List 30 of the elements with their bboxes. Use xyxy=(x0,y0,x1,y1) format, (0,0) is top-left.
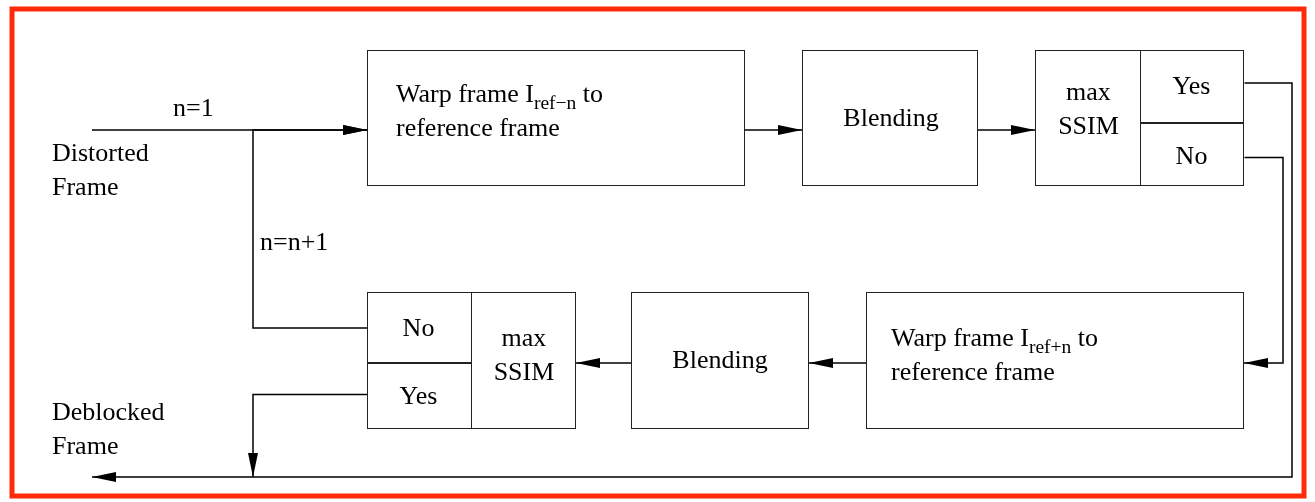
arrow xyxy=(744,125,803,135)
box-label: Yes xyxy=(398,380,439,412)
option-cell xyxy=(1140,49,1244,124)
box-label: Warp frame I$_{ref−n}$ to reference frame xyxy=(396,78,605,144)
box-label: No xyxy=(1174,140,1209,172)
arrow xyxy=(808,358,867,368)
box-label: Warp frame I$_{ref+n}$ to reference frame xyxy=(891,322,1100,388)
process-box xyxy=(367,292,576,429)
arrow xyxy=(248,393,368,478)
process-box xyxy=(367,50,745,186)
arrow xyxy=(1243,156,1284,368)
option-cell xyxy=(366,291,472,364)
arrow xyxy=(252,125,368,329)
process-box xyxy=(866,292,1244,429)
node-label: Deblocked Frame xyxy=(52,396,166,462)
arrow xyxy=(977,125,1036,135)
arrow xyxy=(575,358,632,368)
process-box xyxy=(802,50,978,186)
process-box xyxy=(1035,50,1244,186)
process-box xyxy=(631,292,809,429)
arrow xyxy=(91,82,1293,482)
box-label: Blending xyxy=(671,344,769,376)
node-label: Distorted Frame xyxy=(52,137,150,203)
box-label: max SSIM xyxy=(492,322,556,388)
box-label: Blending xyxy=(842,102,940,134)
option-cell xyxy=(366,362,472,429)
option-cell xyxy=(1140,122,1244,186)
box-label: max SSIM xyxy=(1057,76,1120,142)
box-label: Yes xyxy=(1171,69,1212,102)
box-label: No xyxy=(401,311,436,344)
